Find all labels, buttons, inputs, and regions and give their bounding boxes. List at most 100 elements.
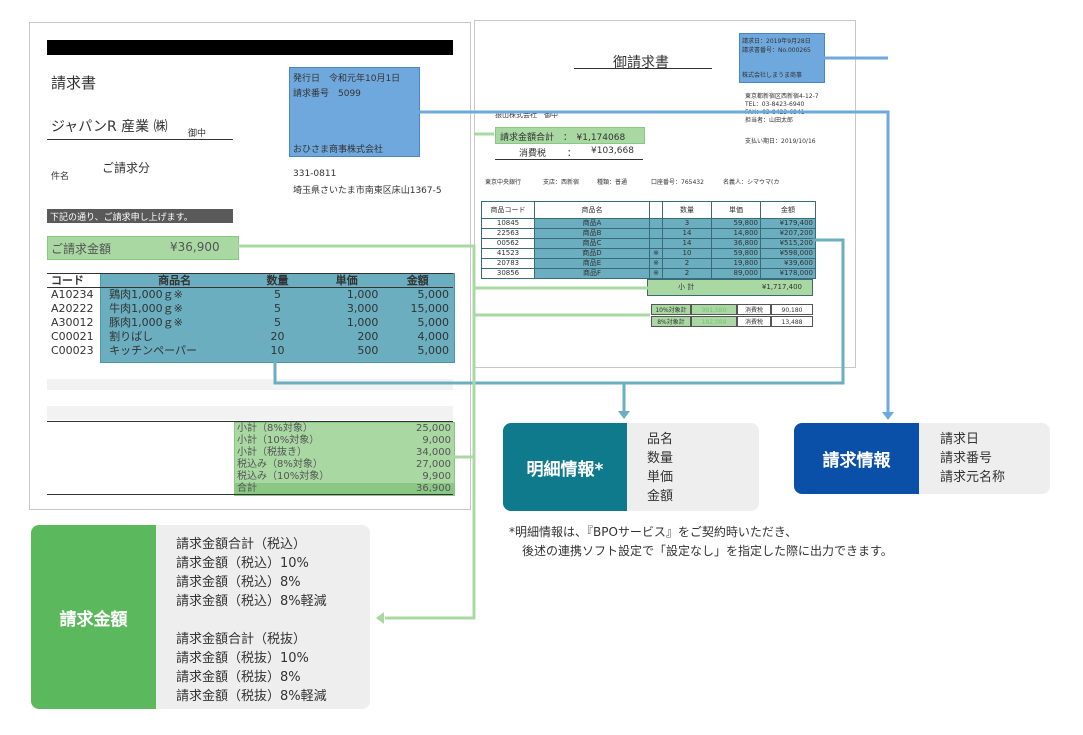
label-list-item: 請求金額合計（税込）	[176, 537, 307, 552]
item-table-header-cell: 金額	[406, 274, 429, 287]
totals-row: 税込み（8%対象）27,000	[235, 459, 454, 471]
table-cell: 10	[662, 248, 712, 259]
totals-value: 25,000	[416, 423, 451, 434]
table-cell: 10845	[481, 218, 535, 229]
table-cell: 59,800	[711, 248, 761, 259]
bank-info-item: 支店：西新宿	[543, 179, 580, 186]
amount-label-items: 請求金額合計（税込）請求金額（税込）10%請求金額（税込）8%請求金額（税込）8…	[176, 535, 327, 706]
table-cell: 14	[662, 238, 712, 249]
table-cell: 20	[270, 330, 285, 343]
right-recipient: 狼山株式会社 御中	[495, 111, 558, 119]
label-list-item: 単価	[647, 470, 674, 485]
issuer-address: 埼玉県さいたま市南東区床山1367-5	[293, 186, 442, 196]
left-invoice: 請求書 ジャパンR 産業 ㈱ 御中 件名 ご請求分 発行日 令和元年10月1日 …	[29, 22, 471, 510]
table-cell: 5	[274, 316, 282, 329]
table-cell: C00021	[51, 330, 94, 343]
table-cell: ¥598,000	[760, 248, 816, 259]
table-cell: 59,800	[711, 218, 761, 229]
label-list-item: 請求金額（税込）10%	[176, 556, 309, 571]
right-total-box: 請求金額合計 ： ¥1,174068	[495, 127, 645, 144]
issue-date: 発行日 令和元年10月1日	[293, 74, 401, 84]
footnote-line-1: *明細情報は、『BPOサービス』をご契約時いただき、	[509, 525, 798, 539]
right-table-header-cell: 商品コード	[481, 201, 535, 219]
right-tax-sep: ：	[567, 149, 577, 159]
invoice-title: 請求書	[51, 74, 97, 92]
totals-label: 税込み（10%対象）	[237, 471, 330, 482]
table-cell: 4,000	[417, 330, 450, 343]
notice-bar: 下記の通り、ご請求申し上げます。	[47, 209, 233, 223]
label-list-item: 請求金額（税抜）8%軽減	[176, 689, 327, 704]
label-list-item: 請求番号	[940, 451, 993, 466]
detail-info-label: 明細情報* 品名数量単価金額	[503, 423, 759, 511]
table-cell: 5,000	[417, 344, 450, 357]
right-due-date: 支払い期日：2019/10/16	[745, 138, 816, 145]
table-cell: 商品E	[534, 258, 650, 269]
right-tax-underline	[495, 159, 643, 160]
label-list-item: 請求金額合計（税抜）	[176, 632, 307, 647]
detail-info-title: 明細情報*	[503, 423, 627, 511]
tax-summary-cell: 消費税	[737, 304, 771, 315]
totals-row: 小計（8%対象）25,000	[235, 423, 454, 435]
right-address-line: FAX：03-8423-6941	[745, 109, 805, 116]
table-cell: 2	[662, 268, 712, 279]
table-cell: A10234	[51, 288, 94, 301]
right-invoice-date: 請求日：2019年9月28日	[742, 38, 811, 45]
table-cell: 1,000	[346, 316, 379, 329]
item-table-header-cell: 商品名	[158, 274, 192, 287]
right-issuer: 株式会社しまうま商事	[742, 72, 803, 79]
table-cell: C00023	[51, 344, 94, 357]
header-bar	[47, 40, 453, 55]
table-cell: 200	[357, 330, 379, 343]
table-cell: 商品F	[534, 268, 650, 279]
table-cell: 41523	[481, 248, 535, 259]
table-cell: ¥179,400	[760, 218, 816, 229]
amount-label-title: 請求金額	[31, 525, 156, 709]
totals-bottom-line	[47, 494, 453, 495]
table-cell: 14,800	[711, 228, 761, 239]
bank-info-item: 口座番号：765432	[651, 179, 704, 186]
table-cell: 5	[274, 288, 282, 301]
table-cell: 商品C	[534, 238, 650, 249]
right-table-header-row: 商品コード商品名数量単価金額	[481, 201, 816, 219]
totals-row: 税込み（10%対象）9,900	[235, 471, 454, 483]
right-address-line: 東京都新宿区西新宿4-12-7	[745, 93, 819, 100]
totals-label: 税込み（8%対象）	[237, 459, 323, 470]
table-cell: 豚肉1,000ｇ※	[109, 316, 183, 329]
subject: ご請求分	[102, 161, 151, 175]
issue-info-box: 発行日 令和元年10月1日 請求番号 5099 おひさま商事株式会社	[289, 67, 420, 157]
table-cell: 500	[357, 344, 379, 357]
issuer-name: おひさま商事株式会社	[293, 145, 384, 155]
tax-summary-cell: 消費税	[737, 316, 771, 327]
table-cell: 商品B	[534, 228, 650, 239]
table-cell: 鶏肉1,000ｇ※	[109, 288, 183, 301]
recipient-underline	[47, 139, 233, 140]
table-cell: 89,000	[711, 268, 761, 279]
invoice-info-title: 請求情報	[794, 423, 919, 494]
label-list-item: 請求金額（税抜）8%	[176, 670, 301, 685]
totals-value: 9,000	[422, 435, 451, 446]
amount-label-box: 請求金額 請求金額合計（税込） 請求金額（税込）10% 請求金額（税込）8% 請求金額…	[31, 525, 370, 709]
right-table-header-cell: 商品名	[534, 201, 650, 219]
right-invoice-title: 御請求書	[613, 55, 669, 71]
label-list-item: 金額	[647, 489, 674, 504]
table-cell: 2	[662, 258, 712, 269]
tax-summary-cell: 90,180	[771, 304, 813, 315]
tax-summary-cell: 10%対象計	[651, 304, 691, 315]
totals-value: 34,000	[416, 447, 451, 458]
totals-row: 小計（税抜き）34,000	[235, 447, 454, 459]
table-cell: ¥178,000	[760, 268, 816, 279]
label-list-item: 請求元名称	[940, 470, 1006, 485]
label-list-item: 請求金額（税込）8%	[176, 575, 301, 590]
invoice-info-label: 請求情報 請求日請求番号請求元名称	[794, 423, 1050, 494]
item-table-header-cell: 数量	[266, 274, 289, 287]
right-subtotal-value: ¥1,717,400	[761, 283, 802, 291]
amount-box: ご請求金額 ¥36,900	[47, 236, 239, 260]
table-cell: 商品D	[534, 248, 650, 259]
invoice-number: 請求番号 5099	[293, 89, 361, 99]
